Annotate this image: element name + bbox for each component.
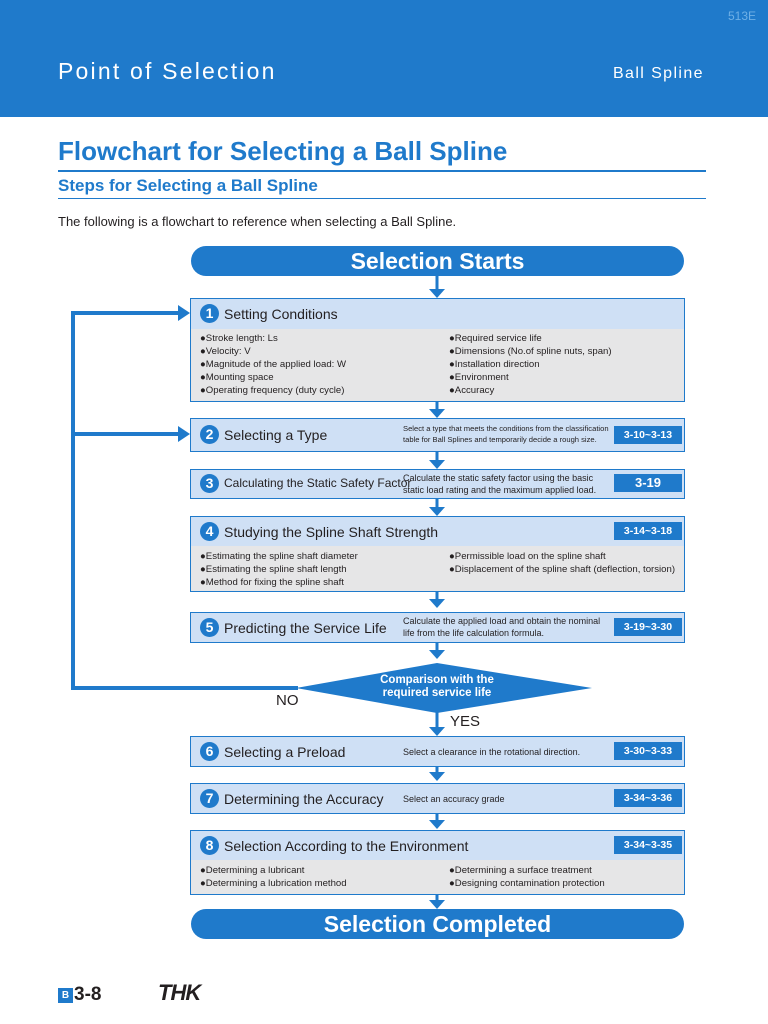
header-bar: 513E Point of Selection Ball Spline	[0, 0, 768, 117]
step-2-note: Select a type that meets the conditions …	[403, 424, 609, 444]
step-3-box: 3 Calculating the Static Safety Factor C…	[190, 469, 685, 499]
page-prefix-badge: B	[58, 988, 73, 1003]
bullet-item: ●Mounting space	[200, 372, 274, 383]
step-6-note: Select a clearance in the rotational dir…	[403, 747, 581, 757]
page-code: 513E	[727, 9, 756, 23]
step-7-box: 7 Determining the Accuracy Select an acc…	[190, 783, 685, 814]
bullet-item: ●Installation direction	[449, 359, 540, 370]
step-3-number: 3	[200, 474, 219, 493]
page-subtitle: Steps for Selecting a Ball Spline	[58, 176, 318, 195]
bullet-item: ●Dimensions (No.of spline nuts, span)	[449, 346, 612, 357]
decision-yes-label: YES	[450, 713, 481, 730]
step-5-number: 5	[200, 618, 219, 637]
step-6-page-ref: 3-30~3-33	[614, 742, 682, 760]
step-8-label: Selection According to the Environment	[224, 838, 469, 854]
bullet-item: ●Required service life	[449, 333, 542, 344]
step-7-number: 7	[200, 789, 219, 808]
step-4-bullets-left: ●Estimating the spline shaft diameter ●E…	[200, 550, 358, 589]
step-5-page-ref: 3-19~3-30	[614, 618, 682, 636]
brand-logo: THK	[158, 980, 201, 1005]
bullet-item: ●Displacement of the spline shaft (defle…	[449, 564, 676, 575]
intro-text: The following is a flowchart to referenc…	[58, 214, 457, 229]
step-8-box: 8 Selection According to the Environment…	[190, 830, 685, 895]
step-2-number: 2	[200, 425, 219, 444]
bullet-item: ●Operating frequency (duty cycle)	[200, 385, 345, 396]
step-2-page-ref: 3-10~3-13	[614, 426, 682, 444]
step-8-number: 8	[200, 836, 219, 855]
step-5-note: Calculate the applied load and obtain th…	[403, 616, 601, 638]
decision-no-label: NO	[276, 692, 299, 709]
section-title: Point of Selection	[58, 58, 277, 84]
step-2-box: 2 Selecting a Type Select a type that me…	[190, 418, 685, 452]
step-4-header: 4 Studying the Spline Shaft Strength 3-1…	[191, 517, 684, 546]
step-8-page-ref: 3-34~3-35	[614, 836, 682, 854]
step-7-page-ref: 3-34~3-36	[614, 789, 682, 807]
selection-completed-pill: Selection Completed	[191, 909, 684, 939]
step-4-bullets-right: ●Permissible load on the spline shaft ●D…	[449, 550, 675, 576]
subtitle-rule	[58, 198, 706, 199]
product-name: Ball Spline	[612, 65, 704, 82]
step-8-header: 8 Selection According to the Environment…	[191, 831, 684, 860]
step-3-note: Calculate the static safety factor using…	[403, 473, 597, 495]
step-1-header: 1 Setting Conditions	[191, 299, 684, 329]
bullet-item: ●Accuracy	[449, 385, 495, 396]
bullet-item: ●Estimating the spline shaft length	[200, 564, 347, 575]
step-7-label: Determining the Accuracy	[224, 791, 384, 807]
bullet-item: ●Velocity: V	[200, 346, 251, 357]
decision-diamond	[296, 663, 592, 713]
step-8-bullets-right: ●Determining a surface treatment ●Design…	[449, 864, 605, 890]
step-6-label: Selecting a Preload	[224, 744, 346, 760]
step-1-bullets-left: ●Stroke length: Ls ●Velocity: V ●Magnitu…	[200, 332, 346, 397]
decision-label-line2: required service life	[382, 687, 492, 699]
decision-label: Comparison with the required service lif…	[340, 674, 534, 700]
title-rule	[58, 170, 706, 172]
bullet-item: ●Designing contamination protection	[449, 878, 605, 889]
step-1-number: 1	[200, 304, 219, 323]
step-4-label: Studying the Spline Shaft Strength	[224, 524, 439, 540]
selection-start-pill: Selection Starts	[191, 246, 684, 276]
step-2-label: Selecting a Type	[224, 427, 328, 443]
bullet-item: ●Permissible load on the spline shaft	[449, 551, 606, 562]
step-6-number: 6	[200, 742, 219, 761]
step-5-label: Predicting the Service Life	[224, 620, 387, 636]
step-5-box: 5 Predicting the Service Life Calculate …	[190, 612, 685, 643]
step-3-label: Calculating the Static Safety Factor	[224, 476, 412, 490]
page-number: 3-8	[74, 984, 102, 1005]
bullet-item: ●Determining a lubricant	[200, 865, 305, 876]
step-1-bullets-right: ●Required service life ●Dimensions (No.o…	[449, 332, 612, 397]
step-4-page-ref: 3-14~3-18	[614, 522, 682, 540]
bullet-item: ●Determining a surface treatment	[449, 865, 592, 876]
bullet-item: ●Estimating the spline shaft diameter	[200, 551, 358, 562]
page-title: Flowchart for Selecting a Ball Spline	[58, 136, 508, 166]
step-8-bullets-left: ●Determining a lubricant ●Determining a …	[200, 864, 347, 890]
step-3-page-ref: 3-19	[614, 474, 682, 492]
bullet-item: ●Stroke length: Ls	[200, 333, 278, 344]
bullet-item: ●Magnitude of the applied load: W	[200, 359, 347, 370]
step-4-box: 4 Studying the Spline Shaft Strength 3-1…	[190, 516, 685, 592]
bullet-item: ●Determining a lubrication method	[200, 878, 347, 889]
bullet-item: ●Environment	[449, 372, 509, 383]
step-6-box: 6 Selecting a Preload Select a clearance…	[190, 736, 685, 767]
step-7-note: Select an accuracy grade	[403, 794, 505, 804]
bullet-item: ●Method for fixing the spline shaft	[200, 577, 344, 588]
decision-label-line1: Comparison with the	[380, 674, 494, 686]
step-1-label: Setting Conditions	[224, 306, 338, 322]
step-1-box: 1 Setting Conditions ●Stroke length: Ls …	[190, 298, 685, 402]
step-4-number: 4	[200, 522, 219, 541]
